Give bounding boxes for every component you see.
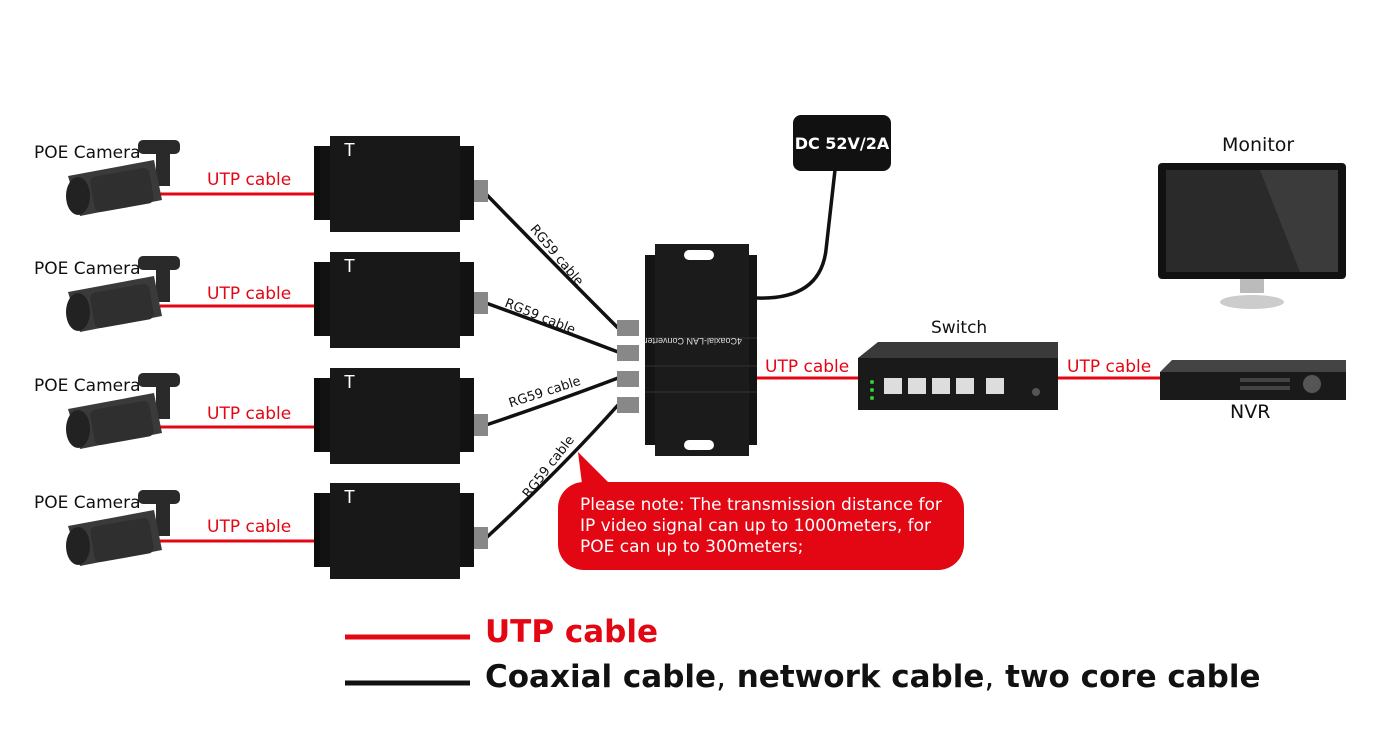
legend-sep-1: , [716, 659, 726, 695]
legend-coax: Coaxial cable [485, 659, 717, 695]
coax-line-2 [485, 301, 619, 354]
transmitter-2-icon [314, 252, 488, 348]
transmitter-1-mark: T [344, 140, 355, 160]
coax-line-1 [484, 192, 620, 330]
transmitter-1-icon [314, 136, 488, 232]
transmitter-3-icon [314, 368, 488, 464]
nvr-label: NVR [1230, 401, 1271, 423]
legend-network: network cable [736, 659, 985, 695]
legend-two-core: two core cable [1005, 659, 1261, 695]
camera-4-label: POE Camera [34, 493, 141, 513]
utp-label-nvr: UTP cable [1067, 357, 1152, 377]
utp-label-3: UTP cable [207, 404, 292, 424]
legend-utp-text: UTP cable [485, 614, 658, 650]
transmitter-4-icon [314, 483, 488, 579]
network-switch-icon [858, 342, 1058, 410]
camera-1-label: POE Camera [34, 143, 141, 163]
coax-lan-converter-icon [617, 244, 757, 456]
monitor-icon [1158, 163, 1346, 309]
power-supply-label: DC 52V/2A [793, 115, 891, 171]
coax-line-4 [484, 403, 620, 540]
camera-2-label: POE Camera [34, 259, 141, 279]
poe-camera-4-icon [66, 490, 180, 566]
power-cable [756, 169, 837, 300]
monitor-label: Monitor [1222, 134, 1295, 156]
utp-label-4: UTP cable [207, 517, 292, 537]
converter-label: 4Coaxial-LAN Converter [644, 336, 742, 346]
utp-label-1: UTP cable [207, 170, 292, 190]
note-line-3: POE can up to 300meters; [580, 537, 804, 557]
coax-line-3 [485, 376, 619, 427]
utp-label-2: UTP cable [207, 284, 292, 304]
legend-sep-2: , [984, 659, 995, 695]
switch-label: Switch [931, 318, 988, 338]
poe-camera-2-icon [66, 256, 180, 332]
nvr-icon [1160, 360, 1346, 400]
transmitter-2-mark: T [344, 256, 355, 276]
camera-3-label: POE Camera [34, 376, 141, 396]
note-line-1: Please note: The transmission distance f… [580, 495, 942, 515]
poe-camera-3-icon [66, 373, 180, 449]
utp-label-switch: UTP cable [765, 357, 850, 377]
poe-camera-1-icon [66, 140, 180, 216]
transmitter-3-mark: T [344, 372, 355, 392]
legend-black-text: Coaxial cable, network cable, two core c… [485, 659, 1261, 695]
transmitter-4-mark: T [344, 487, 355, 507]
note-line-2: IP video signal can up to 1000meters, fo… [580, 516, 932, 536]
transmission-note: Please note: The transmission distance f… [558, 482, 964, 570]
